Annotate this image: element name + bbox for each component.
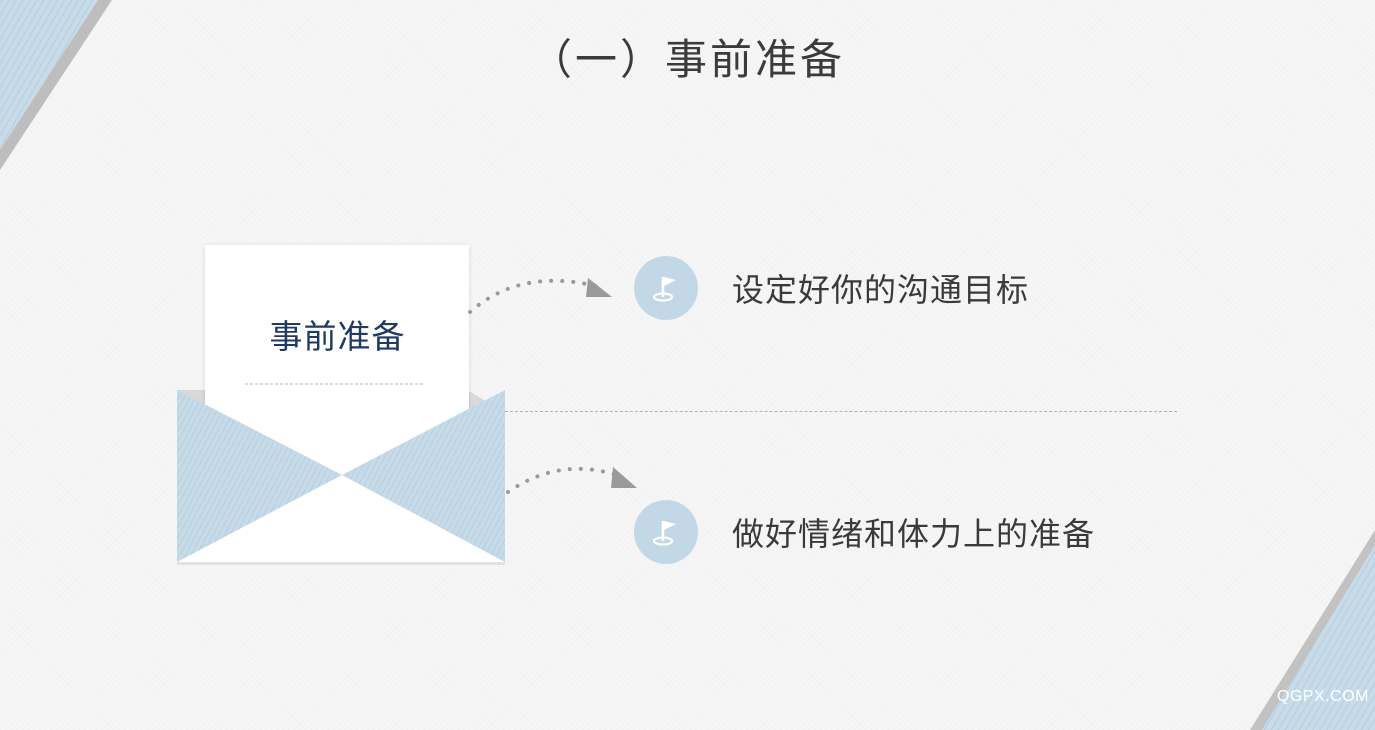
dashed-divider	[505, 411, 1177, 412]
slide-title: （一）事前准备	[529, 35, 845, 84]
goal-item-1: 设定好你的沟通目标	[634, 256, 1029, 320]
arrow-1-head	[586, 278, 612, 297]
flag-icon	[634, 256, 698, 320]
envelope-shadow	[177, 562, 505, 565]
envelope-illustration	[177, 245, 505, 565]
goal-item-1-label: 设定好你的沟通目标	[732, 271, 1030, 309]
arrow-1-path	[468, 278, 598, 314]
goal-item-2: 做好情绪和体力上的准备	[634, 500, 1095, 564]
arrow-2-head	[611, 467, 637, 488]
envelope-left-flap	[177, 390, 342, 562]
bottom-right-stripe-edge	[1250, 530, 1375, 730]
envelope-front	[177, 475, 505, 562]
flag-icon	[634, 500, 698, 564]
top-left-stripe-edge	[0, 0, 112, 170]
card-label: 事前准备	[269, 317, 406, 356]
arrow-2-path	[506, 466, 622, 494]
watermark: QGPX.COM	[1276, 688, 1369, 705]
envelope-right-flap	[342, 390, 505, 562]
goal-item-2-label: 做好情绪和体力上的准备	[732, 515, 1096, 553]
